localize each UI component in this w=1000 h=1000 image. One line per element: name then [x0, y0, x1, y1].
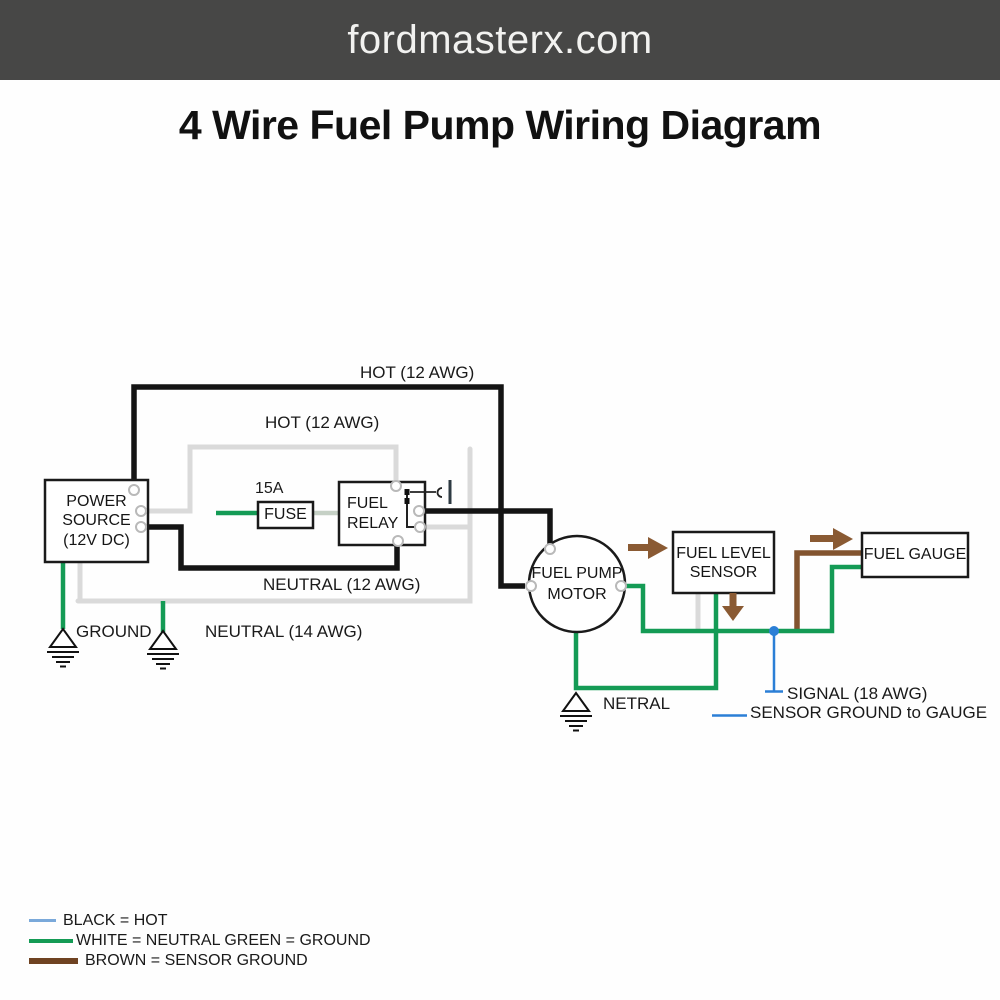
- wire-label-signal: SIGNAL (18 AWG): [787, 684, 928, 703]
- legend-item-sensor-ground: BROWN = SENSOR GROUND: [85, 952, 308, 969]
- relay-contact-dot: [404, 489, 410, 495]
- terminal: [615, 580, 627, 592]
- flow-arrow-head: [648, 537, 668, 559]
- fuse-box: [256, 500, 315, 530]
- black-neutral-12awg-wire: [146, 524, 400, 571]
- fuel-level-sensor-box: [671, 530, 776, 595]
- ground-symbol-motor: [560, 691, 592, 732]
- legend-swatch-sensor-ground: [29, 958, 78, 964]
- relay-contact-symbol: [404, 480, 452, 528]
- wire-label-netral: NETRAL: [603, 694, 671, 713]
- legend-swatch-hot: [29, 919, 56, 922]
- flow-arrow-motor-to-sensor: [628, 544, 650, 551]
- legend-swatch-neutral-ground: [29, 939, 73, 943]
- terminal: [128, 484, 140, 496]
- terminal: [525, 580, 537, 592]
- fuel-relay-label: FUEL RELAY: [347, 495, 399, 532]
- flow-arrow-head: [722, 606, 744, 621]
- white-hot-branch-wire: [143, 444, 399, 514]
- relay-contact-dot: [404, 498, 410, 504]
- terminal: [413, 505, 425, 517]
- black-hot-main-wire: [131, 384, 525, 589]
- flow-arrow-sensor-down: [729, 593, 737, 607]
- ground-symbol-power: [47, 627, 79, 668]
- flow-arrow-head: [833, 528, 853, 550]
- terminal: [544, 543, 556, 555]
- white-neutral-14awg-wire: [75, 446, 473, 604]
- wire-label-neutral-12: NEUTRAL (12 AWG): [263, 575, 421, 594]
- wire-label-neutral-14: NEUTRAL (14 AWG): [205, 622, 363, 641]
- site-name: fordmasterx.com: [347, 17, 653, 62]
- legend-item-neutral-ground: WHITE = NEUTRAL GREEN = GROUND: [76, 932, 371, 949]
- terminal: [390, 480, 402, 492]
- wire-label-ground: GROUND: [76, 622, 152, 641]
- green-motor-netral-wire: [573, 593, 719, 691]
- page-title: 4 Wire Fuel Pump Wiring Diagram: [178, 102, 822, 148]
- fuse-rating-label: 15A: [255, 480, 284, 497]
- ground-symbol-neutral: [147, 629, 179, 670]
- terminal: [135, 505, 147, 517]
- flow-arrows: [628, 528, 853, 621]
- wire-label-sensor-ground: SENSOR GROUND to GAUGE: [750, 703, 988, 722]
- fuel-gauge-label: FUEL GAUGE: [863, 546, 967, 564]
- terminal: [414, 521, 426, 533]
- black-hot-wires: [131, 384, 553, 589]
- white-neutral-wires: [75, 444, 701, 631]
- power-source-label: POWER SOURCE (12V DC): [62, 492, 131, 549]
- fuel-pump-motor-label: FUEL PUMP MOTOR: [531, 565, 623, 603]
- flow-arrow-sensor-to-gauge: [810, 535, 834, 542]
- ground-symbols: [47, 627, 592, 732]
- fuel-level-sensor-label: FUEL LEVEL SENSOR: [676, 544, 771, 581]
- fuse-label: FUSE: [264, 506, 307, 524]
- green-motor-to-gauge-wire: [620, 564, 861, 634]
- relay-hook-symbol: [436, 487, 443, 498]
- signal-elements: [712, 626, 783, 717]
- terminal: [392, 535, 404, 547]
- wire-label-hot-branch: HOT (12 AWG): [265, 413, 380, 432]
- site-header-bar: fordmasterx.com: [0, 0, 1000, 80]
- fuel-gauge-box: [860, 531, 970, 579]
- terminal: [135, 521, 147, 533]
- legend-item-hot: BLACK = HOT: [63, 912, 168, 929]
- green-ground-wires: [60, 510, 861, 691]
- junction-dot: [769, 626, 779, 636]
- terminals: [128, 480, 627, 592]
- wire-label-hot-main: HOT (12 AWG): [360, 363, 475, 382]
- black-relay-to-motor-wire: [424, 508, 553, 546]
- brown-sensor-ground-wire: [794, 550, 861, 629]
